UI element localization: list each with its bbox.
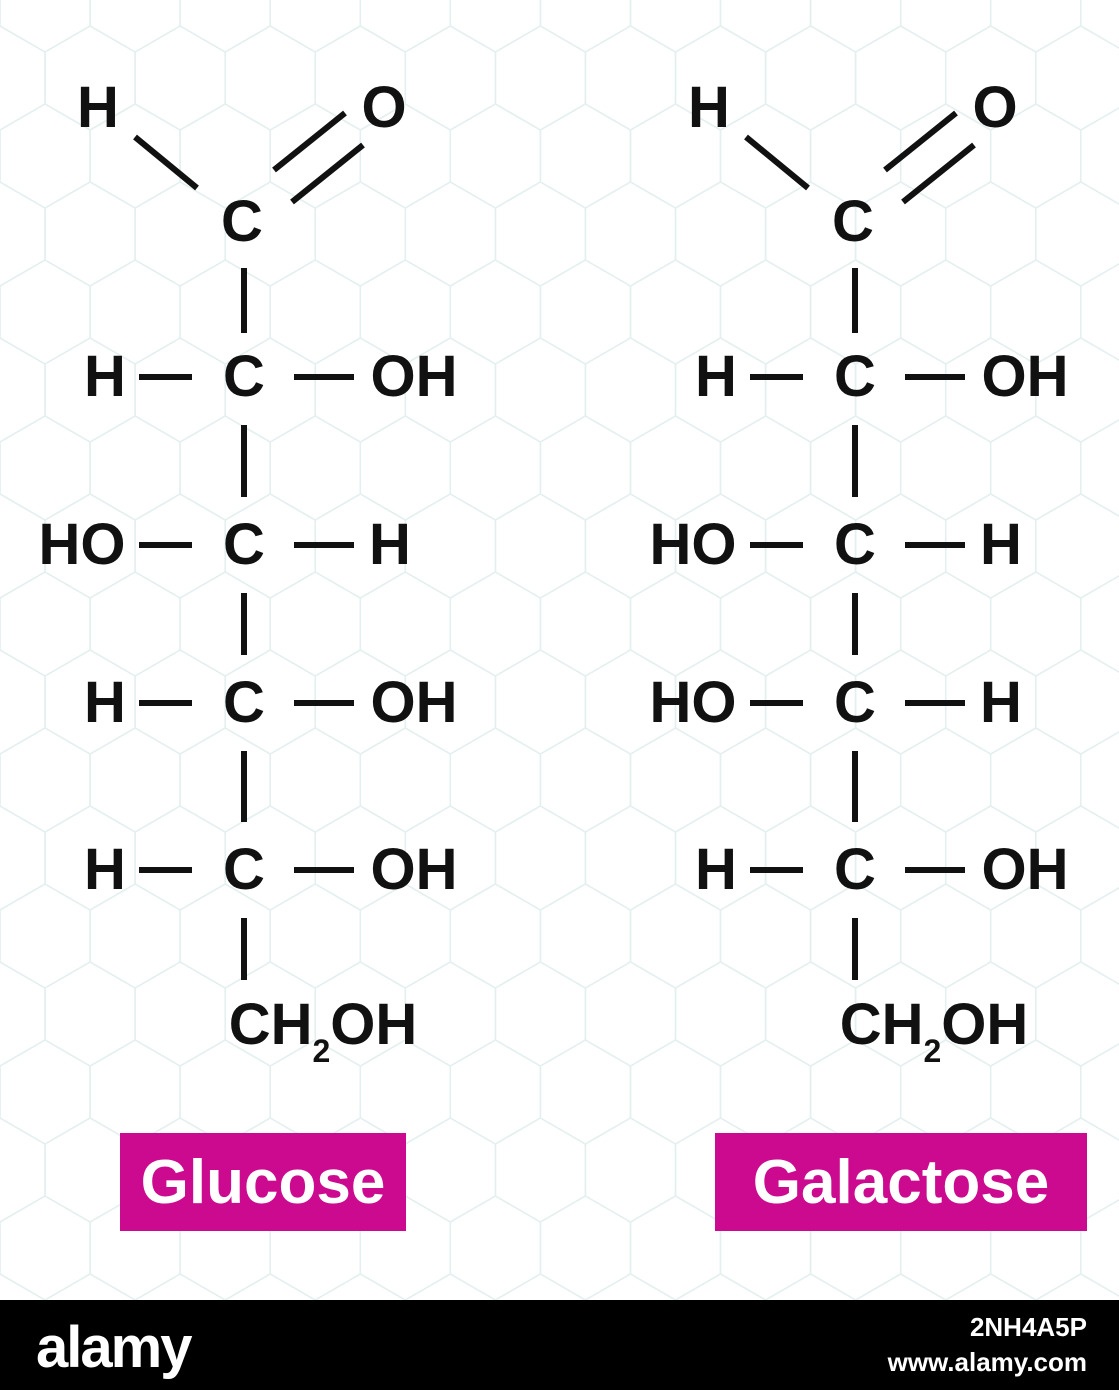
glucose-ch2oh-group: CH2OH <box>229 996 418 1068</box>
glucose-bond-h-c1 <box>133 134 199 191</box>
galactose-aldehyde-o: O <box>972 75 1018 140</box>
hexagon-pattern-cell <box>854 1273 947 1300</box>
glucose-carbon-5: C <box>223 837 265 902</box>
glucose-row3-right: OH <box>370 670 458 735</box>
galactose-row4-right: OH <box>981 837 1069 902</box>
galactose-carbon-1: C <box>832 189 874 254</box>
galactose-bond-c1-o-a <box>883 110 958 173</box>
ch2oh-subscript: 2 <box>312 1033 331 1069</box>
hexagon-pattern-cell <box>404 1273 497 1300</box>
glucose-row1-left: H <box>84 344 126 409</box>
galactose-bond-c1-o-b <box>901 142 976 205</box>
glucose-carbon-1: C <box>221 189 263 254</box>
watermark-footer: alamy 2NH4A5P www.alamy.com <box>0 1300 1119 1390</box>
galactose-row3-right: H <box>980 670 1022 735</box>
hexagon-pattern-cell <box>44 1273 136 1300</box>
glucose-row4-right: OH <box>370 837 458 902</box>
hexagon-pattern-cell <box>764 1273 857 1300</box>
galactose-row2-left: HO <box>649 512 737 577</box>
hexagon-pattern-cell <box>494 1273 587 1300</box>
glucose-row1-right: OH <box>370 344 458 409</box>
hexagon-pattern-cell <box>314 1273 407 1300</box>
hexagon-pattern-cell <box>1035 1273 1119 1300</box>
image-id: 2NH4A5P <box>969 1312 1087 1342</box>
galactose-name-badge: Galactose <box>715 1133 1087 1231</box>
hexagon-pattern-cell <box>224 1273 316 1300</box>
ch2oh-prefix: CH <box>228 992 313 1057</box>
ch2oh-suffix: OH <box>330 992 418 1057</box>
glucose-row4-left: H <box>84 837 126 902</box>
glucose-name-badge: Glucose <box>120 1133 406 1231</box>
galactose-carbon-3: C <box>834 512 876 577</box>
site-url: www.alamy.com <box>887 1347 1087 1377</box>
glucose-carbon-2: C <box>223 344 265 409</box>
galactose-bond-h-c1 <box>744 134 810 191</box>
ch2oh-subscript: 2 <box>923 1033 942 1069</box>
glucose-row3-left: H <box>84 670 126 735</box>
hexagon-pattern-cell <box>584 1273 677 1300</box>
hexagon-pattern-cell <box>944 1273 1037 1300</box>
glucose-aldehyde-h: H <box>77 75 119 140</box>
galactose-row3-left: HO <box>649 670 737 735</box>
glucose-bond-c1-o-b <box>290 142 365 205</box>
galactose-aldehyde-h: H <box>688 75 730 140</box>
galactose-row2-right: H <box>980 512 1022 577</box>
galactose-row1-right: OH <box>981 344 1069 409</box>
glucose-carbon-4: C <box>223 670 265 735</box>
galactose-carbon-4: C <box>834 670 876 735</box>
galactose-carbon-2: C <box>834 344 876 409</box>
hexagon-pattern-cell <box>134 1273 226 1300</box>
bond-lines <box>133 110 976 980</box>
glucose-row2-left: HO <box>38 512 126 577</box>
galactose-carbon-5: C <box>834 837 876 902</box>
glucose-row2-right: H <box>369 512 411 577</box>
glucose-bond-c1-o-a <box>272 110 347 173</box>
galactose-ch2oh-group: CH2OH <box>840 996 1029 1068</box>
glucose-aldehyde-o: O <box>361 75 407 140</box>
glucose-carbon-3: C <box>223 512 265 577</box>
galactose-row4-left: H <box>695 837 737 902</box>
ch2oh-suffix: OH <box>941 992 1029 1057</box>
ch2oh-prefix: CH <box>839 992 924 1057</box>
hexagon-pattern-cell <box>674 1273 767 1300</box>
image-meta: 2NH4A5P www.alamy.com <box>888 1312 1087 1378</box>
alamy-logo: alamy <box>36 1315 192 1380</box>
galactose-row1-left: H <box>695 344 737 409</box>
